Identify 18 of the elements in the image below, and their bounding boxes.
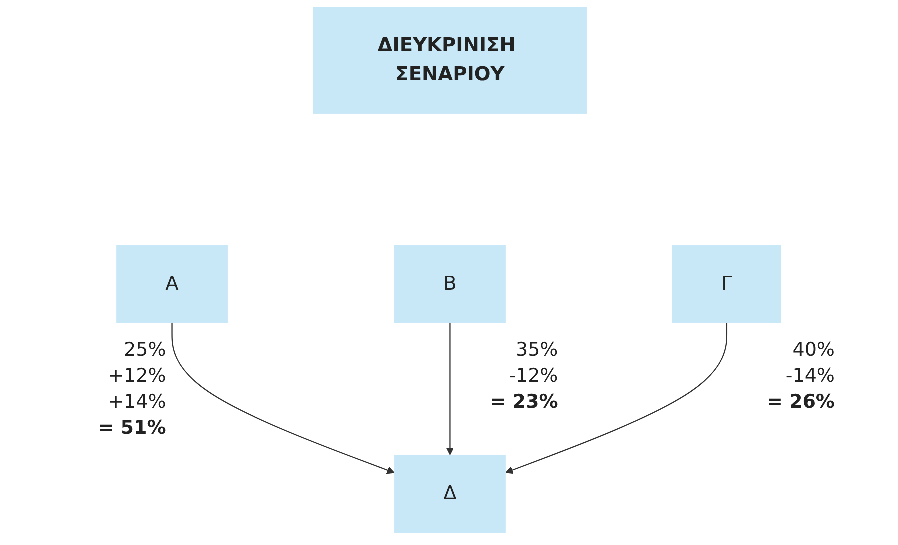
arrow <box>446 323 454 456</box>
percentage-text: 40% <box>792 338 835 364</box>
process-box: Β <box>394 245 506 324</box>
title-box: ΔΙΕΥΚΡΙΝΙΣΗ ΣΕΝΑΡΙΟΥ <box>313 7 587 114</box>
process-box: Α <box>116 245 228 324</box>
process-box: Γ <box>672 245 782 324</box>
percentage-text: -12% <box>508 364 558 390</box>
percentage-text: -14% <box>784 364 835 390</box>
percentage-text: +12% <box>107 364 166 390</box>
percentage-text: = 51% <box>98 416 166 442</box>
percentage-text: 35% <box>515 338 558 364</box>
percentage-text: +14% <box>107 390 166 416</box>
percentage-text: = 26% <box>766 390 835 416</box>
process-box: Δ <box>394 454 506 533</box>
percentage-text: = 23% <box>490 390 558 416</box>
arrow <box>506 323 728 474</box>
arrow <box>172 323 395 474</box>
percentage-text: 25% <box>123 338 166 364</box>
